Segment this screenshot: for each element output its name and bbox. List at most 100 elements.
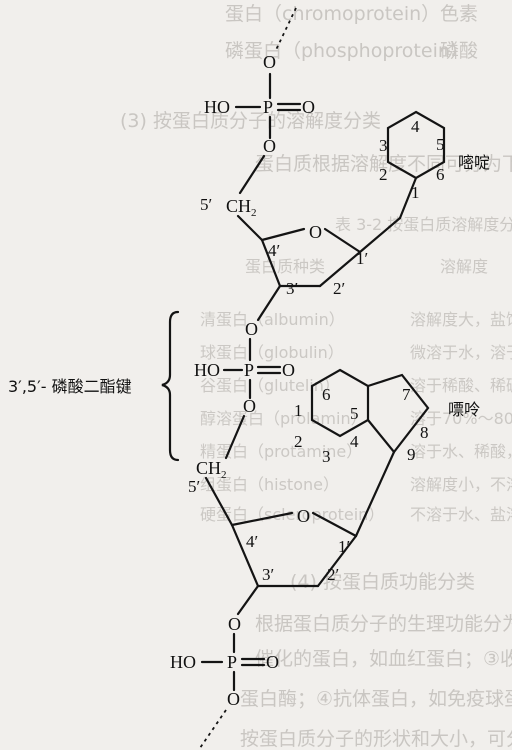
chain-continuation-bottom [199, 709, 227, 749]
bond-c4-c3-bottom [230, 523, 260, 588]
sugar-bottom-ch2-sub: 2 [221, 469, 227, 481]
phosphate-bottom-ho: HO [170, 652, 196, 672]
link-o-upper: O [245, 319, 258, 339]
sugar-top-ch2-sub: 2 [251, 207, 257, 219]
phosphate-bottom-o-double: O [266, 652, 279, 672]
purine-pos-7: 7 [402, 385, 411, 404]
purine-label: 嘌呤 [448, 400, 480, 419]
phosphate-top-o-upper: O [263, 52, 276, 72]
ghost-line-5: 表 3-2 按蛋白质溶解度分类 [335, 215, 512, 234]
phosphate-bottom-o-lower: O [227, 689, 240, 709]
ghost-line-17: 蛋白酶；④抗体蛋白，如免疫球蛋白 [240, 688, 512, 710]
pyrimidine-pos-3: 3 [379, 136, 388, 155]
pyrimidine-ring: 4 3 2 5 6 1 嘧啶 [379, 110, 490, 220]
purine-pos-2: 2 [294, 432, 303, 451]
ghost-line-10a: 醇溶蛋白（prolamin） [200, 409, 367, 428]
bond-c1-purine [354, 450, 396, 538]
phosphate-bottom-p: P [227, 652, 237, 672]
bond-o-c1-top [323, 227, 362, 254]
sugar-top-c2-label: 2′ [333, 279, 345, 298]
ghost-line-16: 催化的蛋白，如血红蛋白；③收缩蛋白，如 [255, 648, 512, 670]
bond-o-ch2-bottom [224, 414, 246, 460]
ghost-line-2b: 磷酸 [440, 40, 478, 62]
ghost-line-8b: 微溶于水，溶于稀盐 [410, 343, 512, 362]
sugar-top-c5-label: 5′ [200, 195, 212, 214]
ghost-line-9a: 谷蛋白（glutelin） [200, 376, 340, 395]
sugar-bottom-ring-o: O [297, 506, 310, 526]
ghost-line-13b: 不溶于水、盐溶液 [410, 505, 512, 524]
link-p: P [244, 360, 254, 380]
bond-c3-o-bottom [236, 584, 260, 616]
bond-c4-c3-top [260, 238, 282, 288]
deoxyribose-bottom: CH2 5′ O 4′ 3′ 2′ 1′ [188, 450, 396, 588]
purine-pos-5: 5 [350, 404, 359, 423]
linkage-brace [161, 310, 180, 462]
phosphate-top-ho: HO [204, 97, 230, 117]
ghost-line-7a: 清蛋白（albumin） [200, 310, 345, 329]
ghost-line-3: (3) 按蛋白质分子的溶解度分类 [120, 110, 381, 132]
ghost-line-4: 蛋白质根据溶解度不同可分为下列几类（表3-2） [255, 153, 512, 175]
bond-ch2-c4-bottom [204, 476, 234, 527]
bond-o-ch2-top [238, 154, 266, 195]
ghost-line-9b: 溶于稀酸、稀碱 [410, 376, 512, 395]
deoxyribose-top: 5′ CH2 O 4′ 3′ 2′ 1′ [200, 195, 402, 298]
ghost-line-12a: 组蛋白（histone） [200, 475, 339, 494]
purine-five-ring [366, 373, 430, 454]
phosphate-group-bottom: O HO P O O [170, 584, 279, 749]
purine-pos-3: 3 [322, 447, 331, 466]
ghost-line-14: (4) 按蛋白质功能分类 [290, 571, 475, 593]
pyrimidine-label: 嘧啶 [458, 153, 490, 172]
ghost-line-6b: 溶解度 [440, 257, 488, 276]
pyrimidine-pos-1: 1 [411, 183, 420, 202]
bond-ch2-c4-top [236, 214, 264, 242]
sugar-top-c3-label: 3′ [286, 279, 298, 298]
link-o-double: O [282, 360, 295, 380]
phosphate-group-top: O HO P O O [204, 7, 315, 195]
purine-pos-4: 4 [350, 432, 359, 451]
ghost-line-7b: 溶解度大，盐饱和时 [410, 310, 512, 329]
bond-c1-pyrimidine [358, 216, 402, 254]
sugar-bottom-ch2: CH2 [196, 458, 227, 481]
chain-continuation-top [274, 7, 297, 53]
sugar-top-ch2: CH2 [226, 196, 257, 219]
ghost-line-8a: 球蛋白（globulin） [200, 343, 344, 362]
ghost-line-6a: 蛋白质种类 [245, 257, 325, 276]
ghost-line-10b: 溶于70%～80%乙醇 [410, 409, 512, 428]
sugar-top-c1-label: 1′ [356, 249, 368, 268]
phosphate-top-o-lower: O [263, 136, 276, 156]
sugar-bottom-c3-label: 3′ [262, 565, 274, 584]
pyrimidine-pos-5: 5 [436, 135, 445, 154]
bond-c2-c1-bottom [316, 534, 358, 588]
sugar-bottom-c4-label: 4′ [246, 532, 258, 551]
ghost-line-11a: 精蛋白（protamine） [200, 442, 362, 461]
purine-pos-9: 9 [407, 445, 416, 464]
ghost-line-1a: 蛋白（chromoprotein） [225, 3, 440, 25]
ghost-line-2a: 磷蛋白（phosphoprotein） [225, 40, 469, 62]
ghost-line-13a: 硬蛋白（scleroprotein） [200, 505, 384, 524]
purine-ring: 6 1 2 3 4 5 7 8 9 嘌呤 [294, 368, 480, 466]
link-o-lower: O [243, 396, 256, 416]
purine-pos-8: 8 [420, 423, 429, 442]
sugar-bottom-c1-label: 1′ [338, 537, 350, 556]
ghost-line-18: 按蛋白质分子的形状和大小，可分为 [240, 728, 512, 750]
ghost-line-1b: 色素 [440, 3, 478, 25]
bond-o-c1-bottom [311, 511, 358, 538]
sugar-bottom-ch2-text: CH [196, 458, 221, 478]
bond-c4-o-bottom [230, 511, 294, 527]
bond-c4-o-top [260, 227, 306, 242]
pyrimidine-pos-6: 6 [436, 165, 445, 184]
ghost-line-12b: 溶解度小，不溶于水 [410, 475, 512, 494]
bond-c3-o-link [256, 284, 282, 322]
ghost-line-15: 根据蛋白质分子的生理功能分为：①活性 [255, 613, 512, 635]
sugar-bottom-c2-label: 2′ [327, 565, 339, 584]
phosphodiester-linkage: O HO P O O 3′,5′- 磷酸二酯键 [8, 284, 295, 462]
phosphate-top-p: P [263, 97, 273, 117]
sugar-top-c4-label: 4′ [268, 241, 280, 260]
bond-c2-c1-top [318, 250, 362, 288]
phosphodiester-bond-label: 3′,5′- 磷酸二酯键 [8, 377, 132, 396]
purine-pos-1: 1 [294, 401, 303, 420]
pyrimidine-pos-4: 4 [411, 117, 420, 136]
purine-pos-6: 6 [322, 385, 331, 404]
